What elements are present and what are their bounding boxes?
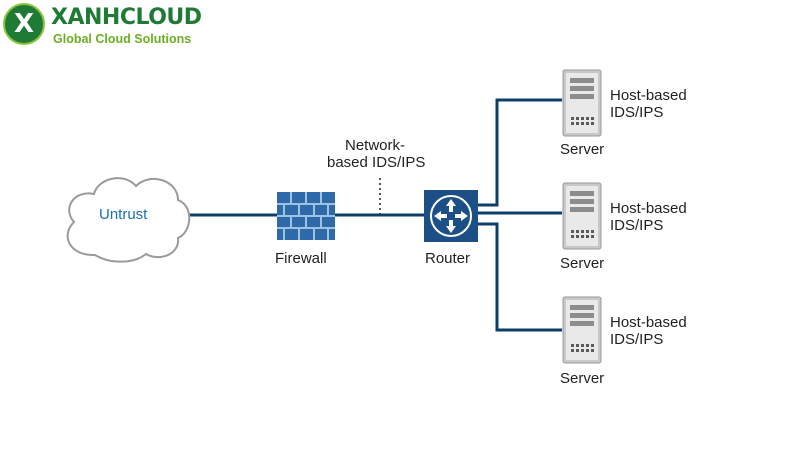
- links: [186, 98, 562, 332]
- server-tower-icon: [562, 296, 602, 364]
- server-label: Server: [560, 370, 605, 387]
- nids-label-line1: Network-: [345, 137, 406, 154]
- host-ids-label-line2: IDS/IPS: [610, 104, 664, 121]
- link-router-server-1: [478, 98, 562, 207]
- x-logo-icon: X: [3, 3, 45, 45]
- brick-wall-icon: [277, 192, 335, 240]
- server-tower-icon: [562, 69, 602, 137]
- host-ids-label-line1: Host-based: [610, 314, 687, 331]
- host-ids-label-line2: IDS/IPS: [610, 217, 664, 234]
- brand-name: XANHCLOUD: [51, 5, 202, 30]
- server-tower-icon: [562, 182, 602, 250]
- brand-tagline: Global Cloud Solutions: [53, 32, 192, 46]
- untrust-label: Untrust: [99, 206, 148, 223]
- firewall-label: Firewall: [275, 250, 327, 267]
- host-ids-label-line2: IDS/IPS: [610, 331, 664, 348]
- link-router-server-3: [478, 222, 562, 332]
- nids-label-line2: based IDS/IPS: [327, 154, 426, 171]
- router-label: Router: [425, 250, 471, 267]
- server-label: Server: [560, 141, 605, 158]
- cloud-icon: [66, 177, 191, 263]
- server-label: Server: [560, 255, 605, 272]
- router-arrows-icon: [424, 190, 478, 242]
- host-ids-label-line1: Host-based: [610, 200, 687, 217]
- host-ids-label-line1: Host-based: [610, 87, 687, 104]
- brand-logo: X XANHCLOUD Global Cloud Solutions: [3, 3, 213, 47]
